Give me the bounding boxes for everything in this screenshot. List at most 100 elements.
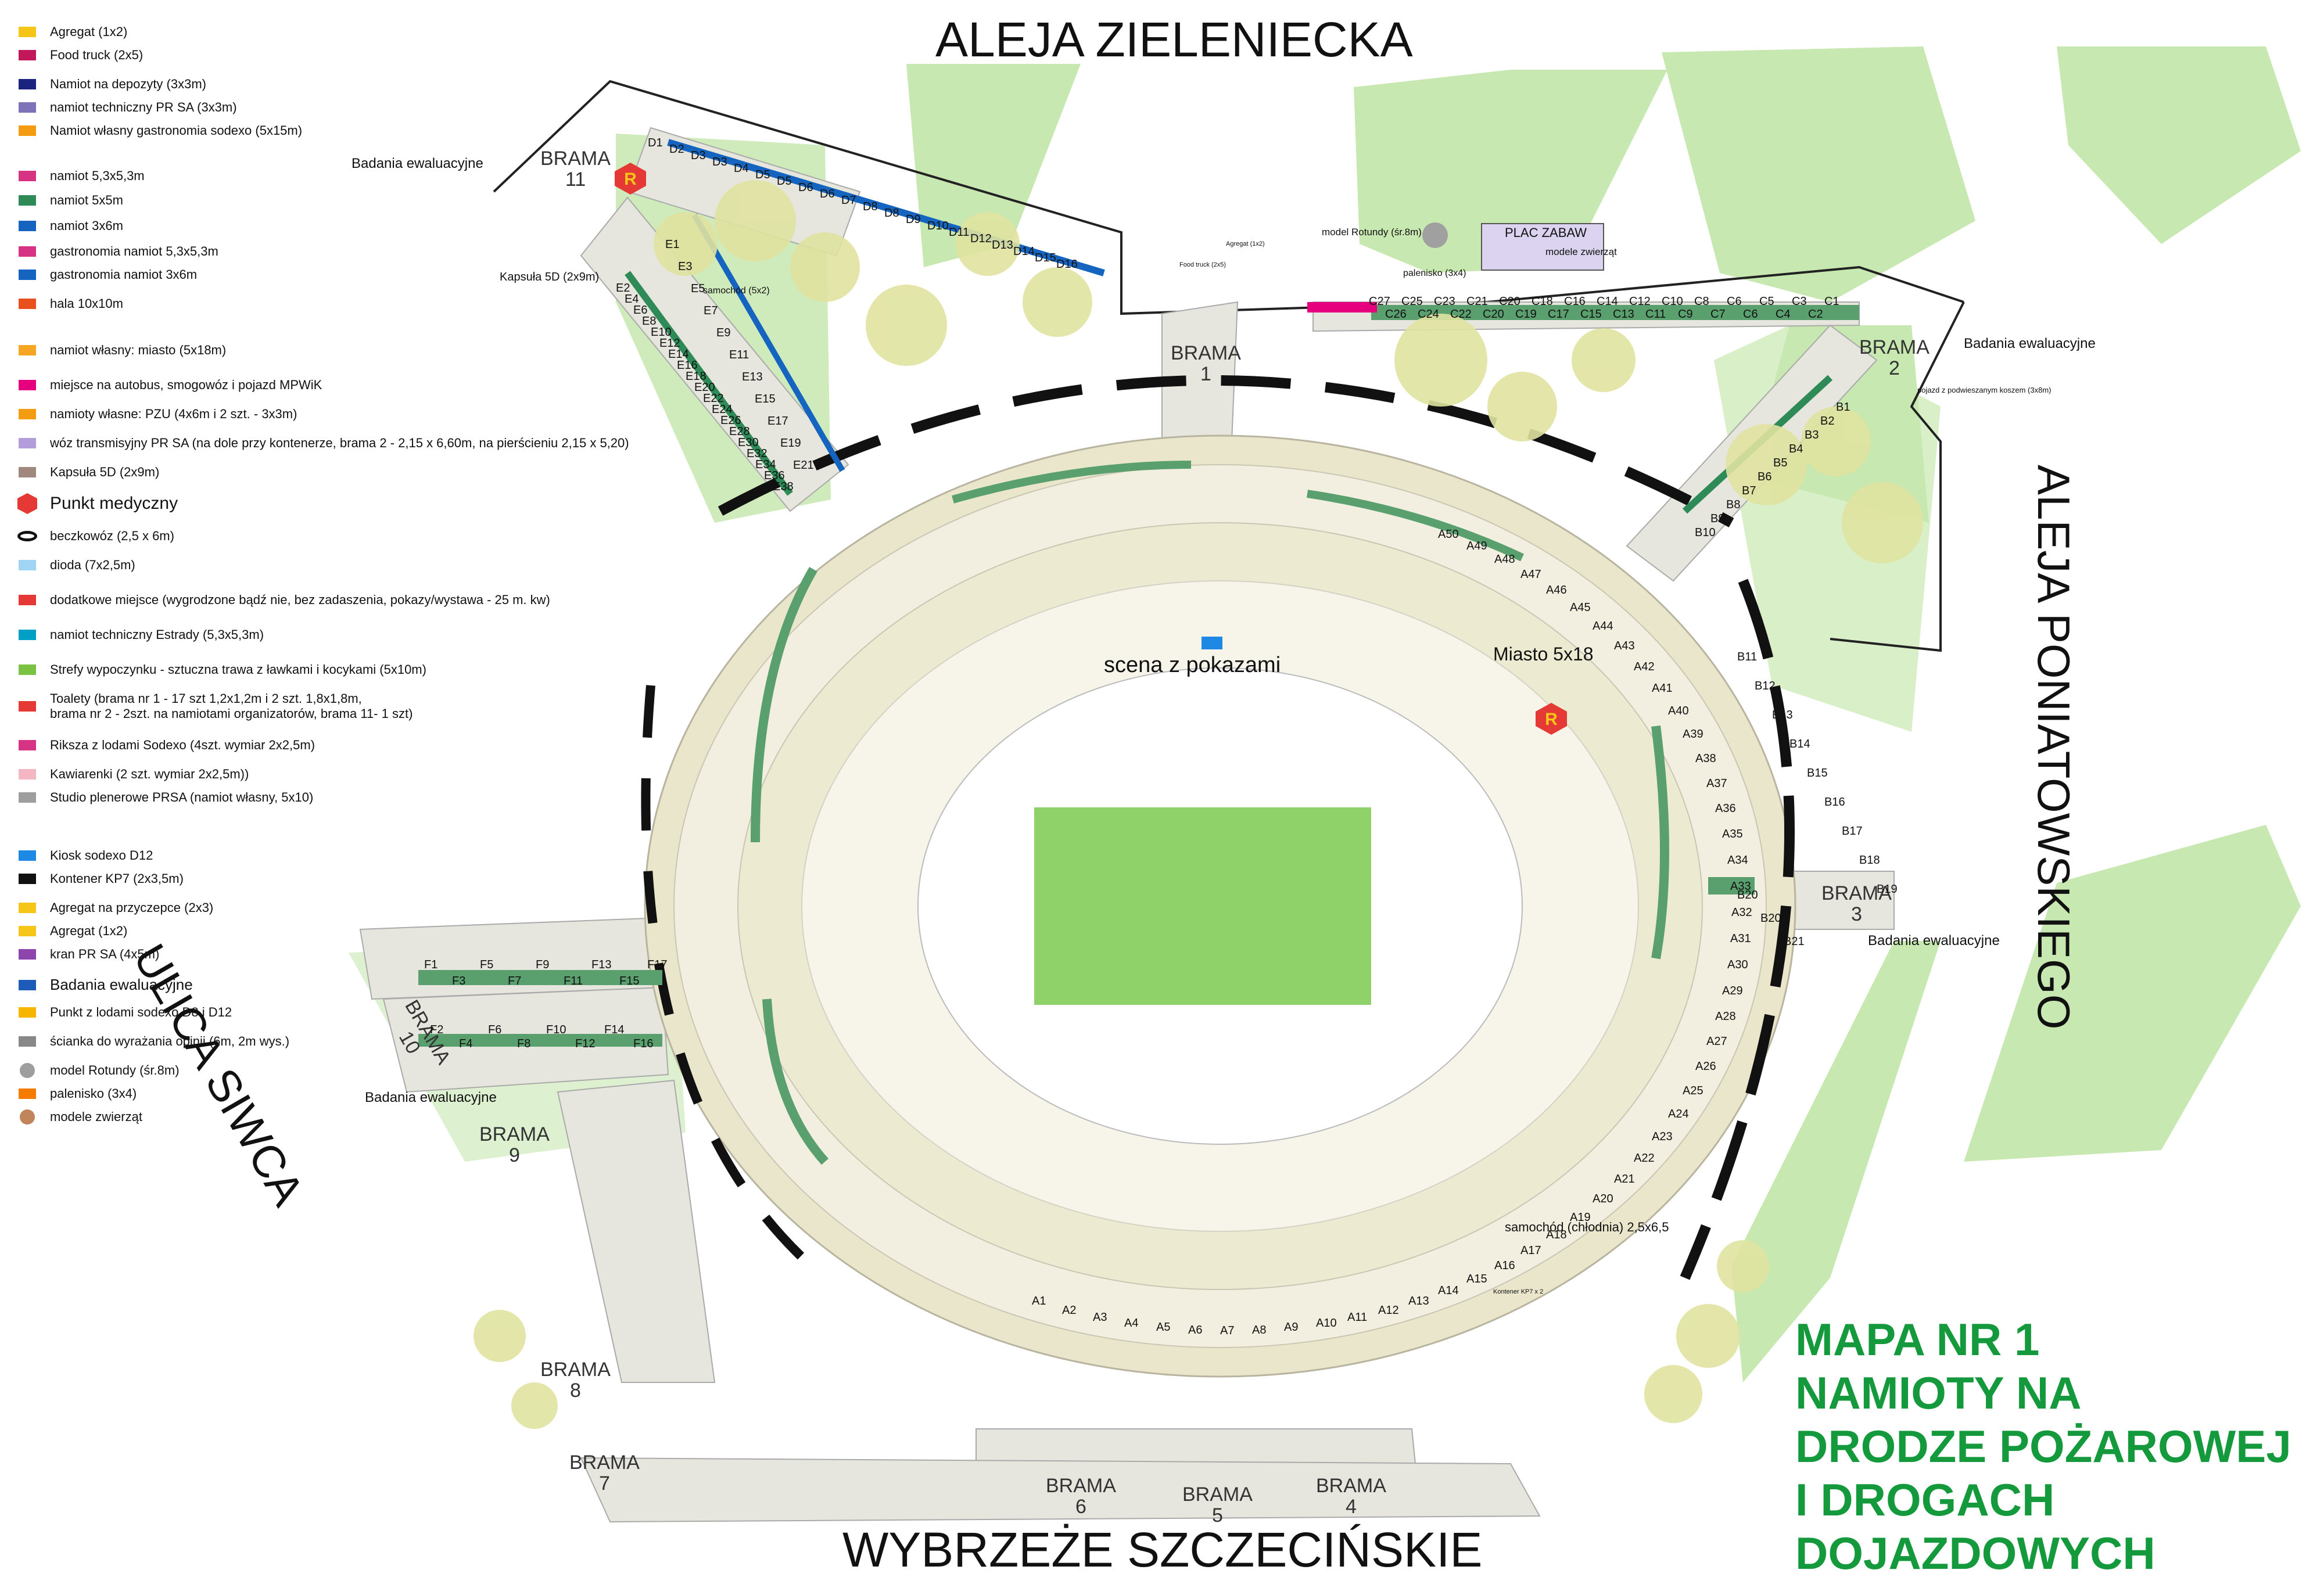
gate-label: BRAMA [1046,1475,1116,1497]
evaluation-label-w: Badania ewaluacyjne [365,1090,497,1105]
tent-code: A47 [1520,568,1541,581]
gate-label: BRAMA [540,1359,611,1381]
led-icon [17,559,37,572]
tent-code: F11 [564,975,583,987]
tent-code: E9 [716,326,731,339]
tent-code: F17 [647,958,668,971]
gate-number: 5 [1212,1504,1223,1526]
gastro-36-icon [17,268,37,281]
gate-number: 1 [1200,363,1211,385]
map-title-line: I DROGACH [1795,1474,2055,1525]
tent-code: A50 [1438,528,1459,541]
tent-code: E18 [686,370,706,383]
pr-tent-icon-swatch [19,102,36,113]
container-icon [17,872,37,885]
legend-label: beczkowóz (2,5 x 6m) [50,529,174,543]
tent-code: C4 [1776,308,1791,321]
tent-code: C22 [1450,308,1472,321]
tent-code: C7 [1710,308,1726,321]
tent-rows [418,139,1859,1165]
city-label: Miasto 5x18 [1493,644,1594,664]
map-title-line: MAPA NR 1 [1795,1314,2040,1365]
tent-code: B2 [1820,415,1835,428]
tent-code: E8 [642,315,657,328]
tent-code: E28 [729,425,750,438]
tent-53-icon-swatch [19,171,36,181]
tent-code: B18 [1859,854,1880,867]
tent-code: E38 [773,480,794,493]
icecream-icon [17,1006,37,1019]
tent-code: F4 [459,1037,473,1050]
tent-code: B6 [1758,470,1772,483]
tent-code: D11 [949,226,970,239]
tent-code: A19 [1570,1211,1591,1224]
firepit-label: palenisko (3x4) [1403,268,1466,278]
map-title-line: NAMIOTY NA [1795,1367,2082,1418]
tent-code: C20 [1499,295,1520,308]
tent-code: A4 [1124,1317,1139,1330]
trees [474,180,1923,1429]
tent-code: A5 [1156,1321,1171,1334]
kiosk-icon-swatch [19,850,36,861]
legend-label: palenisko (3x4) [50,1086,137,1101]
tent-code: B7 [1742,484,1756,497]
legend-label: Agregat na przyczepce (2x3) [50,900,214,915]
tent-code: C24 [1418,308,1439,321]
pzu-tent-icon [17,408,37,421]
evaluation-icon [17,979,37,992]
legend-item: namiot własny: miasto (5x18m) [17,343,226,358]
gate-label: BRAMA [1182,1483,1253,1506]
tent-code: A36 [1715,802,1736,815]
legend-item: Kawiarenki (2 szt. wymiar 2x2,5m)) [17,767,249,782]
tent-code: C25 [1401,295,1423,308]
tent-code: A12 [1378,1304,1399,1317]
agregat-icon [17,925,37,937]
legend-item: gastronomia namiot 3x6m [17,267,197,282]
legend-label: namiot 3x6m [50,218,123,233]
estrada-tent-icon-swatch [19,630,36,640]
tent-code: B13 [1772,709,1793,721]
tent-code: C3 [1792,295,1807,308]
legend-label: modele zwierząt [50,1109,142,1124]
legend-item: namiot techniczny Estrady (5,3x5,3m) [17,627,264,642]
tent-code: D4 [734,162,749,175]
tent-code: A23 [1652,1130,1673,1143]
medical-points: R R [615,163,1567,735]
tent-code: B16 [1824,796,1845,809]
street-east: ALEJA PONIATOWSKIEGO [2028,465,2079,1030]
crane-icon-swatch [19,949,36,960]
tent-code: E24 [712,403,733,416]
tent-code: E2 [616,282,630,294]
legend-item: gastronomia namiot 5,3x5,3m [17,244,218,259]
gate-number: 3 [1851,903,1862,925]
legend-label: kran PR SA (4x5m) [50,947,160,961]
tent-code: F14 [604,1023,625,1036]
tent-code: A35 [1722,828,1743,840]
tent-code: A48 [1494,553,1515,566]
legend-label: hala 10x10m [50,296,123,311]
legend-item: namioty własne: PZU (4x6m i 2 szt. - 3x3… [17,407,297,422]
tent-code: A20 [1593,1192,1613,1205]
tent-code: D7 [841,194,856,207]
tent-code: A8 [1252,1324,1267,1337]
animals-label: modele zwierząt [1545,246,1617,257]
tent-code: C20 [1483,308,1504,321]
legend-label: Kapsuła 5D (2x9m) [50,465,160,479]
legend-item: Food truck (2x5) [17,48,143,63]
legend-item: modele zwierząt [17,1109,142,1125]
tent-code: A16 [1494,1259,1515,1272]
legend-item: hala 10x10m [17,296,123,311]
tent-code: A13 [1408,1295,1429,1307]
toilet-icon-swatch [19,701,36,712]
opinion-wall-icon-swatch [19,1036,36,1047]
tent-code: A28 [1715,1010,1736,1023]
tent-code: A1 [1032,1295,1046,1307]
tent-36-icon [17,220,37,232]
tent-code: E10 [651,326,672,339]
